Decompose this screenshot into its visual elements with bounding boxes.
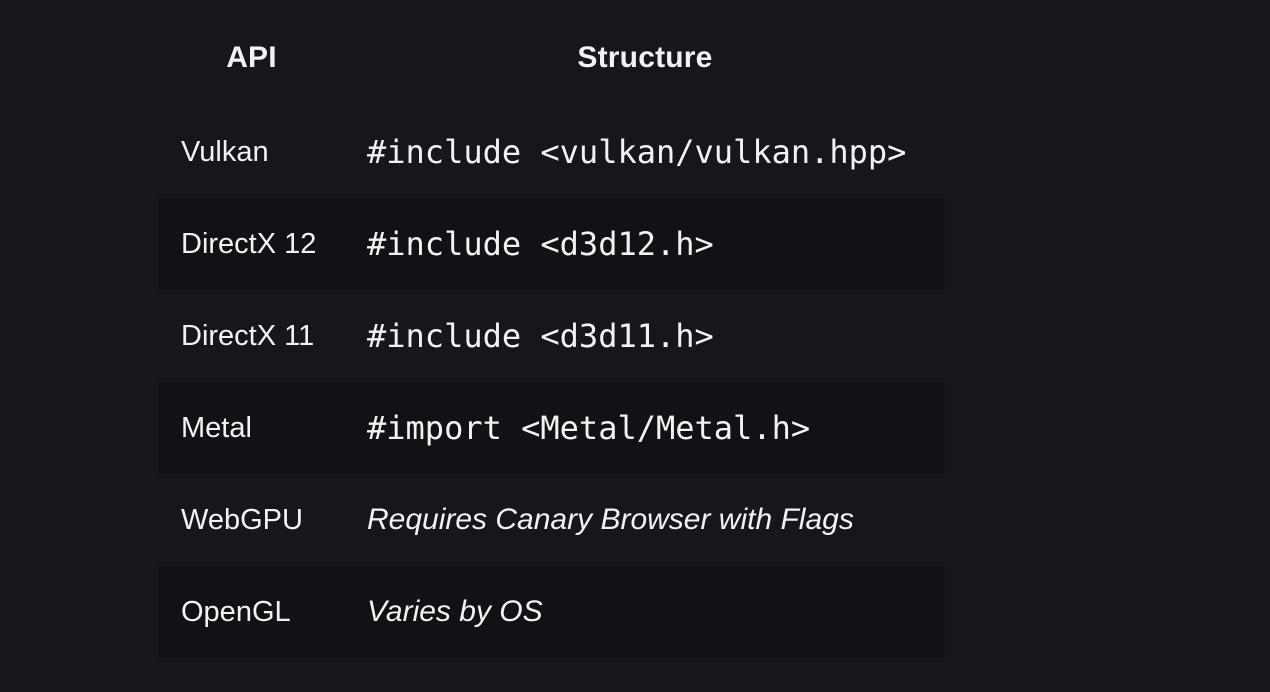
structure-cell: #include <d3d12.h>	[367, 225, 714, 263]
table-row: Vulkan #include <vulkan/vulkan.hpp>	[158, 106, 945, 198]
table-row: WebGPU Requires Canary Browser with Flags	[158, 474, 945, 566]
column-header-structure: Structure	[577, 41, 713, 74]
table-row: DirectX 12 #include <d3d12.h>	[158, 198, 945, 290]
api-cell: DirectX 11	[181, 319, 315, 352]
api-cell: WebGPU	[181, 503, 303, 536]
table-body: Vulkan #include <vulkan/vulkan.hpp> Direct…	[158, 106, 945, 658]
structure-cell: #include <d3d11.h>	[367, 317, 714, 355]
structure-cell: #import <Metal/Metal.h>	[367, 409, 811, 447]
column-header-api: API	[226, 41, 277, 74]
api-cell: Metal	[181, 411, 252, 444]
api-cell: OpenGL	[181, 595, 291, 628]
table-row: OpenGL Varies by OS	[158, 566, 945, 658]
api-structure-table: API Structure Vulkan #include <vulkan/vul…	[158, 10, 945, 658]
table-row: DirectX 11 #include <d3d11.h>	[158, 290, 945, 382]
table-row: Metal #import <Metal/Metal.h>	[158, 382, 945, 474]
structure-cell: Requires Canary Browser with Flags	[367, 503, 854, 536]
structure-cell: Varies by OS	[367, 595, 543, 628]
structure-cell: #include <vulkan/vulkan.hpp>	[367, 133, 907, 171]
table-header-row: API Structure	[158, 10, 945, 106]
api-cell: Vulkan	[181, 135, 269, 168]
api-cell: DirectX 12	[181, 227, 317, 260]
